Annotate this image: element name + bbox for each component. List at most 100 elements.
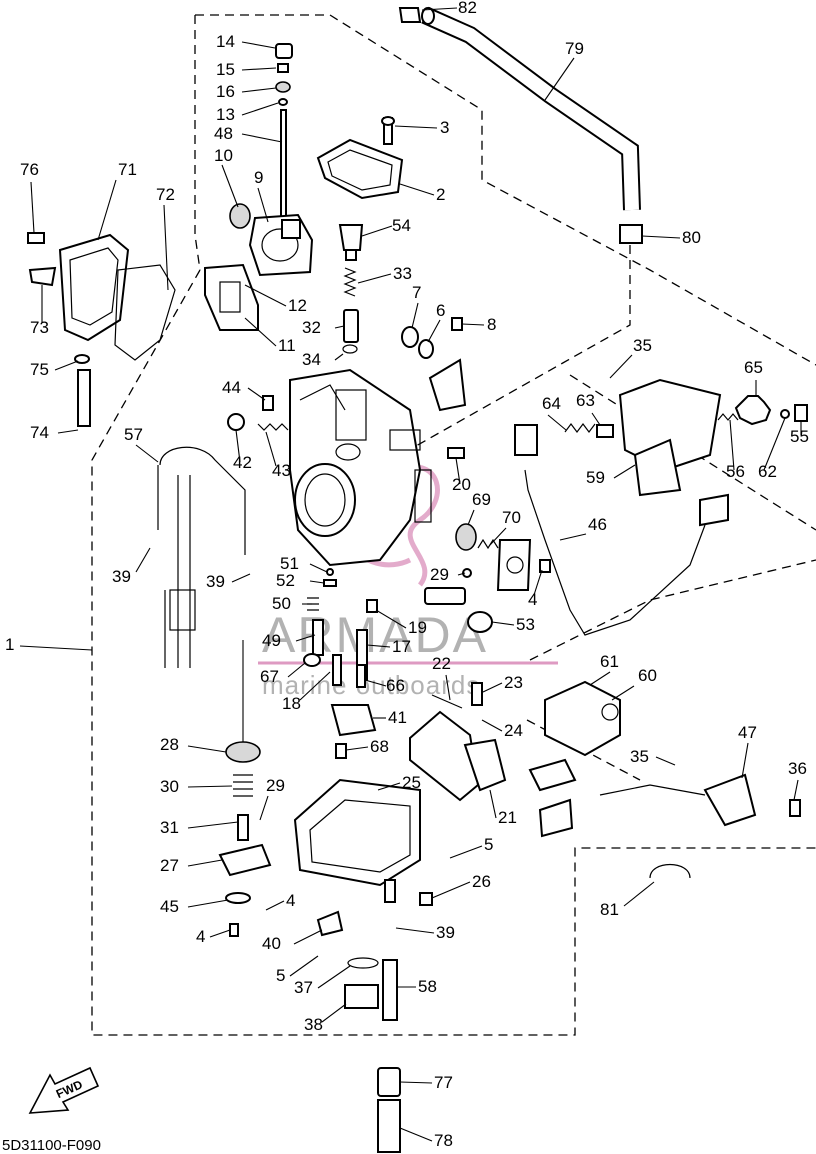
leader-line-c18 (299, 671, 331, 701)
jet-needle-stack (275, 43, 293, 226)
callout-c51: 51 (280, 554, 299, 573)
callout-c14: 14 (216, 32, 235, 51)
callout-c23: 23 (504, 673, 523, 692)
leader-line-c4c (209, 929, 231, 938)
top-cover (316, 116, 404, 200)
drain-parts (344, 957, 401, 1153)
callout-c68: 68 (370, 737, 389, 756)
sensor-cable (514, 424, 729, 636)
leader-line-c49 (295, 634, 316, 642)
callout-c52: 52 (276, 571, 295, 590)
watermark: ARMADA marine outboards (258, 464, 558, 700)
callout-c27: 27 (160, 856, 179, 875)
callout-c55: 55 (790, 427, 809, 446)
callout-c44: 44 (222, 378, 241, 397)
watermark-brand: ARMADA (262, 607, 488, 663)
callout-c26: 26 (472, 872, 491, 891)
callout-c39c: 39 (436, 923, 455, 942)
accelerator-pump (564, 378, 808, 497)
leader-line-c33 (357, 273, 392, 284)
leader-line-c36 (793, 779, 799, 801)
leader-line-c4b (265, 900, 285, 911)
leader-line-c69 (467, 509, 475, 526)
lever-bracket (401, 317, 467, 412)
leader-line-c74 (57, 429, 79, 434)
leader-line-c80 (641, 235, 681, 239)
leader-line-c56 (729, 419, 735, 471)
leader-line-c61 (589, 671, 611, 686)
callout-c22: 22 (432, 654, 451, 673)
callout-c21: 21 (498, 808, 517, 827)
callout-c43: 43 (272, 461, 291, 480)
breather-hoses (157, 446, 246, 668)
leader-line-c19 (375, 609, 407, 629)
leader-line-c7 (411, 302, 419, 329)
callout-c73: 73 (30, 318, 49, 337)
callout-c36: 36 (788, 759, 807, 778)
leader-line-c48 (241, 133, 283, 143)
callout-c41: 41 (388, 708, 407, 727)
leader-line-c46 (559, 533, 587, 541)
leader-line-c10 (221, 164, 239, 208)
leader-line-c63 (591, 412, 601, 426)
leader-line-c5b (289, 955, 319, 977)
dashed-boundaries (91, 14, 816, 1036)
callout-c4a: 4 (528, 590, 537, 609)
leader-line-c16 (241, 87, 277, 93)
callout-c38: 38 (304, 1015, 323, 1034)
callout-c63: 63 (576, 391, 595, 410)
callout-c70: 70 (502, 508, 521, 527)
throttle-valve (229, 203, 314, 277)
leader-line-c82 (421, 7, 458, 11)
callout-c64: 64 (542, 394, 561, 413)
callout-c74: 74 (30, 423, 49, 442)
callout-c54: 54 (392, 216, 411, 235)
callout-c31: 31 (160, 818, 179, 837)
callout-c18: 18 (282, 694, 301, 713)
fwd-arrow-icon: FWD (28, 1066, 100, 1114)
callout-c61: 61 (600, 652, 619, 671)
leader-line-c62 (763, 417, 786, 471)
carburetor-body (289, 368, 432, 567)
leader-line-c31 (187, 821, 239, 829)
callout-c5b: 5 (276, 966, 285, 985)
leader-line-c47 (741, 742, 749, 779)
leader-line-c8 (461, 323, 485, 326)
leader-line-c79 (544, 57, 575, 101)
callout-c6: 6 (436, 301, 445, 320)
leader-line-c60 (611, 685, 635, 701)
callout-c32: 32 (302, 318, 321, 337)
leader-line-c66 (364, 679, 387, 687)
float-bowl (293, 778, 433, 906)
callout-c40: 40 (262, 934, 281, 953)
leader-line-c68 (345, 746, 369, 751)
float-assembly (409, 682, 507, 802)
leader-line-c38 (321, 1003, 347, 1023)
starter-plunger (338, 224, 364, 354)
callout-c57: 57 (124, 425, 143, 444)
leader-line-c12 (244, 284, 287, 307)
callout-c34: 34 (302, 350, 321, 369)
leader-line-c9 (257, 187, 269, 223)
callout-c8: 8 (487, 315, 496, 334)
jet-set (242, 568, 378, 759)
leader-line-c24 (481, 719, 503, 732)
callout-c1: 1 (5, 635, 14, 654)
leader-line-c23 (482, 682, 503, 693)
callout-c62: 62 (758, 462, 777, 481)
leader-line-c14 (241, 41, 276, 49)
leader-line-c70 (489, 527, 507, 546)
callout-c24: 24 (504, 721, 523, 740)
callout-c82: 82 (458, 0, 477, 17)
callout-c29a: 29 (430, 565, 449, 584)
leader-line-c75 (54, 360, 79, 371)
callout-c80: 80 (682, 228, 701, 247)
callout-c7: 7 (412, 283, 421, 302)
leader-line-c81 (623, 881, 655, 907)
leader-line-c39b (231, 573, 251, 583)
callout-c16: 16 (216, 82, 235, 101)
callout-c42: 42 (233, 453, 252, 472)
idle-screw-set (227, 395, 289, 431)
gasket-plate (204, 263, 259, 331)
